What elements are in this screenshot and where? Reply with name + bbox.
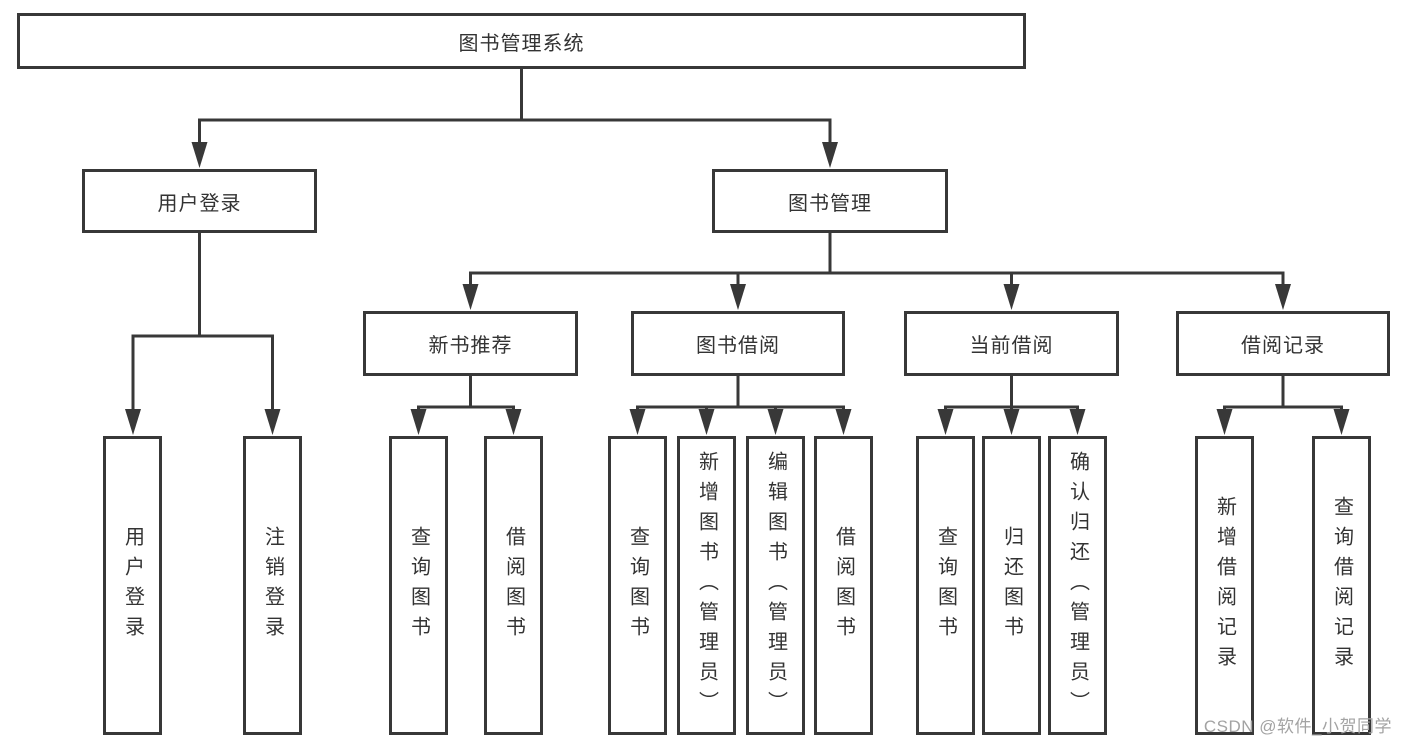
node-book-borrowing: 图书借阅 xyxy=(631,311,845,376)
arrowhead xyxy=(937,409,954,435)
arrowhead xyxy=(505,409,522,435)
node-leaf-query-books-recommend: 查询图书 xyxy=(389,436,448,735)
node-book-management: 图书管理 xyxy=(712,169,948,233)
arrowhead xyxy=(462,284,479,310)
node-current-borrowing: 当前借阅 xyxy=(904,311,1119,376)
arrowhead xyxy=(1003,284,1020,310)
node-label: 确认归还（管理员） xyxy=(1066,450,1089,721)
node-user-login: 用户登录 xyxy=(82,169,317,233)
arrowheads xyxy=(125,142,1350,435)
connector-records-branch xyxy=(1223,405,1343,412)
arrowhead xyxy=(1069,409,1086,435)
node-label: 用户登录 xyxy=(157,192,242,215)
node-leaf-query-books-current: 查询图书 xyxy=(916,436,975,735)
arrowhead xyxy=(698,409,715,435)
connector-newbook-branch xyxy=(417,405,515,412)
node-label: 图书管理 xyxy=(788,192,872,215)
connector-borrow-branch xyxy=(636,405,845,412)
arrowhead xyxy=(1333,409,1350,435)
connector-level2-branch xyxy=(198,118,832,146)
node-label: 新书推荐 xyxy=(428,335,513,357)
arrowhead xyxy=(1003,409,1020,435)
node-leaf-borrow-books: 借阅图书 xyxy=(814,436,873,735)
arrowhead xyxy=(264,409,281,435)
node-label: 归还图书 xyxy=(1000,525,1023,646)
node-label: 编辑图书（管理员） xyxy=(764,450,787,721)
connector-level3-branch xyxy=(469,271,1285,288)
node-label: 查询图书 xyxy=(934,525,957,646)
node-leaf-user-login: 用户登录 xyxy=(103,436,162,735)
arrowhead xyxy=(1216,409,1233,435)
node-label: 当前借阅 xyxy=(969,335,1054,357)
arrowhead xyxy=(191,142,208,168)
arrowhead xyxy=(730,284,746,310)
node-leaf-query-books-borrow: 查询图书 xyxy=(608,436,667,735)
node-leaf-return-book: 归还图书 xyxy=(982,436,1041,735)
node-leaf-logout: 注销登录 xyxy=(243,436,302,735)
node-leaf-confirm-return-admin: 确认归还（管理员） xyxy=(1048,436,1107,735)
node-label: 查询图书 xyxy=(407,525,430,646)
arrowhead xyxy=(1275,284,1291,310)
node-leaf-borrow-books-recommend: 借阅图书 xyxy=(484,436,543,735)
node-label: 查询借阅记录 xyxy=(1330,495,1353,676)
node-label: 新增图书（管理员） xyxy=(695,450,718,721)
node-leaf-query-borrow-record: 查询借阅记录 xyxy=(1312,436,1371,735)
arrowhead xyxy=(835,409,852,435)
node-label: 新增借阅记录 xyxy=(1213,495,1236,676)
node-label: 图书管理系统 xyxy=(458,32,585,55)
node-label: 用户登录 xyxy=(121,525,144,646)
arrowhead xyxy=(767,409,784,435)
node-label: 图书借阅 xyxy=(696,335,780,357)
node-library-management-system: 图书管理系统 xyxy=(17,13,1026,69)
node-label: 借阅记录 xyxy=(1241,335,1325,357)
node-label: 借阅图书 xyxy=(502,525,525,646)
node-label: 借阅图书 xyxy=(832,525,855,646)
node-leaf-edit-book-admin: 编辑图书（管理员） xyxy=(746,436,805,735)
node-leaf-add-book-admin: 新增图书（管理员） xyxy=(677,436,736,735)
node-label: 查询图书 xyxy=(626,525,649,646)
arrowhead xyxy=(822,142,838,168)
arrowhead xyxy=(629,409,646,435)
arrowhead xyxy=(125,409,141,435)
node-borrowing-records: 借阅记录 xyxy=(1176,311,1390,376)
node-leaf-add-borrow-record: 新增借阅记录 xyxy=(1195,436,1254,735)
csdn-watermark: CSDN @软件_小贺同学 xyxy=(1203,717,1392,736)
node-label: 注销登录 xyxy=(261,525,284,646)
connector-userlogin-branch xyxy=(131,334,274,412)
arrowhead xyxy=(410,409,427,435)
node-new-book-recommendation: 新书推荐 xyxy=(363,311,578,376)
